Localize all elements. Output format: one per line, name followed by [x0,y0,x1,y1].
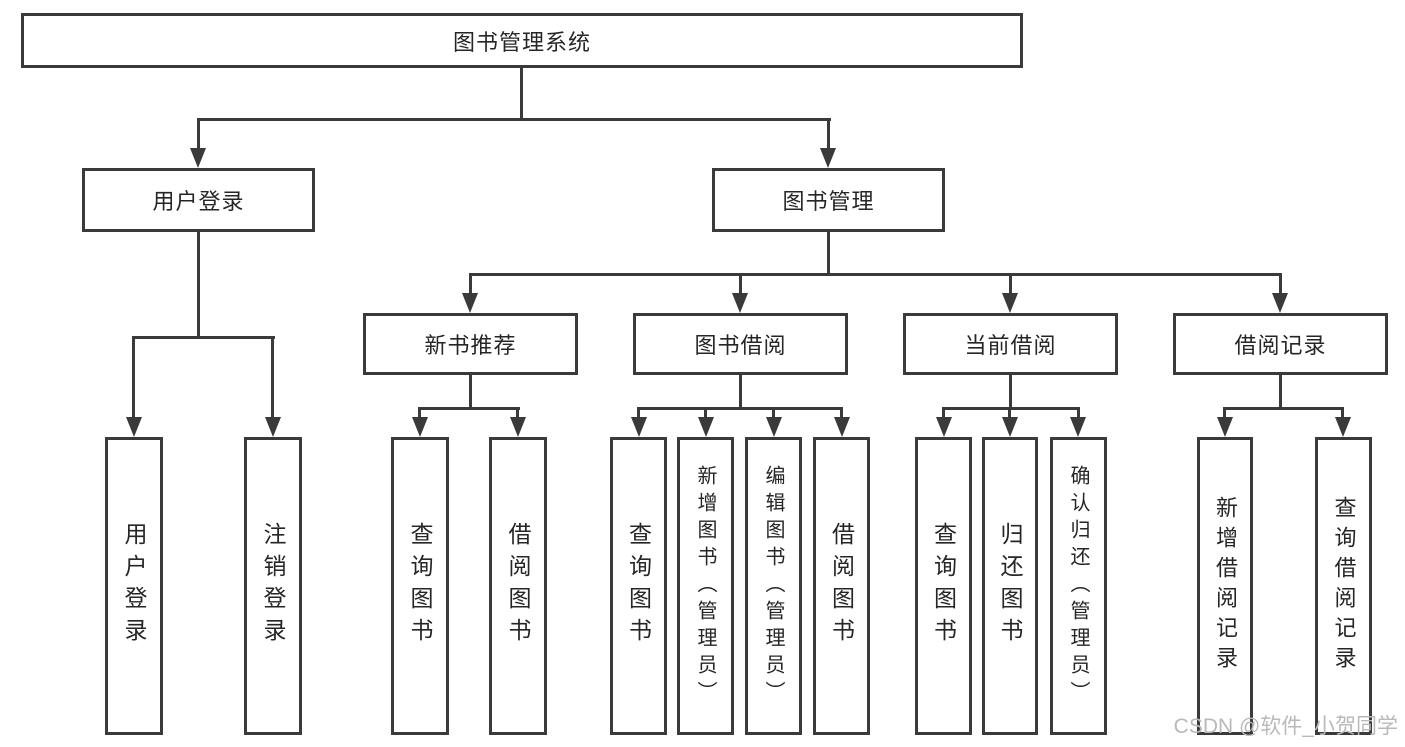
arrow-down-icon [936,417,952,437]
arrow-down-icon [462,293,478,313]
leaf-recommend-query-book: 查询图书 [391,437,449,735]
leaf-current-return-book: 归还图书 [982,437,1038,735]
arrow-down-icon [265,417,281,437]
leaf-logout: 注销登录 [244,437,302,735]
connector-records-branch [1224,407,1344,410]
leaf-borrow-query-book: 查询图书 [610,437,667,735]
leaf-records-add-borrow-record: 新增借阅记录 [1197,437,1253,735]
connector-records-stem [1279,375,1282,410]
connector-shaft [1077,407,1080,421]
connector-book-mgmt-stem [827,232,830,276]
node-current-borrow: 当前借阅 [903,313,1118,375]
node-library-system: 图书管理系统 [21,13,1023,68]
connector-shaft [1009,273,1012,297]
leaf-borrow-borrow-book: 借阅图书 [813,437,870,735]
connector-shaft [1341,407,1344,421]
connector-recommend-branch [418,407,520,410]
connector-shaft [840,407,843,421]
connector-shaft [271,336,274,421]
connector-borrow-stem [739,375,742,410]
connector-shaft [739,273,742,297]
arrow-down-icon [1002,417,1018,437]
leaf-recommend-borrow-book: 借阅图书 [489,437,547,735]
connector-shaft [469,273,472,297]
connector-shaft [516,407,519,421]
arrow-down-icon [1272,293,1288,313]
connector-shaft [1008,407,1011,421]
connector-current-stem [1009,375,1012,410]
node-borrow-records: 借阅记录 [1173,313,1388,375]
arrow-down-icon [766,417,782,437]
csdn-watermark: CSDN @软件_小贺同学 [1173,715,1398,738]
arrow-down-icon [1335,417,1351,437]
connector-shaft [704,407,707,421]
arrow-down-icon [190,148,206,168]
leaf-borrow-edit-book-admin: 编辑图书（管理员） [745,437,802,735]
connector-user-login-stem [197,232,200,339]
leaf-borrow-add-book-admin: 新增图书（管理员） [677,437,734,735]
arrow-down-icon [834,417,850,437]
arrow-down-icon [126,417,142,437]
connector-recommend-stem [469,375,472,410]
connector-shaft [1223,407,1226,421]
connector-shaft [418,407,421,421]
arrow-down-icon [1070,417,1086,437]
connector-shaft [637,407,640,421]
node-book-borrow: 图书借阅 [633,313,848,375]
connector-root-branch [197,118,831,121]
arrow-down-icon [698,417,714,437]
leaf-current-confirm-return-admin: 确认归还（管理员） [1050,437,1107,735]
connector-borrow-branch [637,407,843,410]
connector-shaft [197,118,200,154]
node-new-book-recommend: 新书推荐 [363,313,578,375]
connector-shaft [132,336,135,421]
connector-shaft [942,407,945,421]
connector-shaft [772,407,775,421]
arrow-down-icon [631,417,647,437]
leaf-user-login: 用户登录 [105,437,163,735]
leaf-records-query-borrow-record: 查询借阅记录 [1315,437,1372,735]
leaf-current-query-book: 查询图书 [915,437,972,735]
arrow-down-icon [412,417,428,437]
node-book-management: 图书管理 [712,168,945,232]
connector-root-stem [520,68,523,120]
arrow-down-icon [1217,417,1233,437]
connector-book-mgmt-branch [469,273,1282,276]
arrow-down-icon [1002,293,1018,313]
node-user-login: 用户登录 [82,168,315,232]
connector-shaft [1279,273,1282,297]
connector-user-login-branch [132,336,275,339]
arrow-down-icon [510,417,526,437]
connector-shaft [827,118,830,154]
arrow-down-icon [732,293,748,313]
arrow-down-icon [820,148,836,168]
